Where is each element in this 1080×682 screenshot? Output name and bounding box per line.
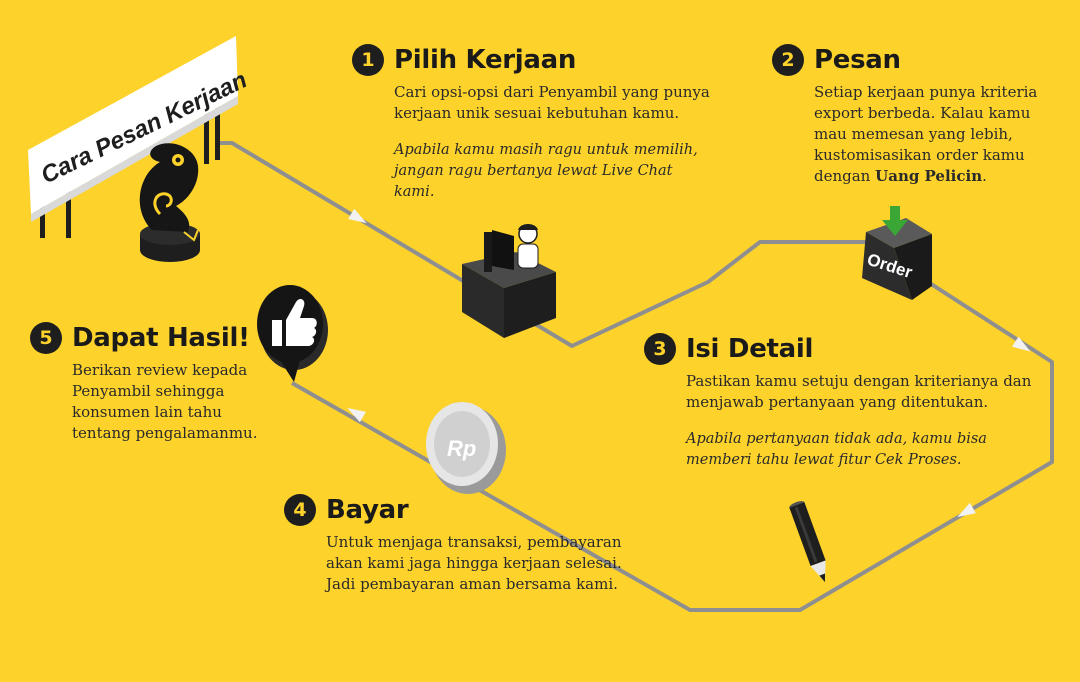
thumbs-up-icon [257, 285, 328, 382]
sign-board: Cara Pesan Kerjaan [28, 36, 251, 238]
step-title: Pesan [814, 45, 901, 75]
step-description-suffix: . [982, 167, 987, 185]
step-number-badge: 2 [772, 44, 804, 76]
computer-desk-icon [462, 224, 556, 338]
path-arrow-icon [957, 502, 976, 517]
step-number-badge: 5 [30, 322, 62, 354]
step-note: Apabila pertanyaan tidak ada, kamu bisa … [686, 431, 987, 468]
step-title: Dapat Hasil! [72, 323, 250, 353]
step-number-badge: 4 [284, 494, 316, 526]
step-description: Setiap kerjaan punya kriteria export ber… [814, 82, 1044, 187]
step-title: Isi Detail [686, 334, 814, 364]
pencil-icon [789, 501, 826, 583]
path-arrow-icon [347, 408, 366, 423]
step-4: 4 Bayar Untuk menjaga transaksi, pembaya… [284, 494, 644, 595]
rupiah-coin-icon: Rp [426, 402, 506, 494]
step-note: Apabila kamu masih ragu untuk memilih, j… [394, 142, 698, 200]
step-number-badge: 1 [352, 44, 384, 76]
step-number-badge: 3 [644, 333, 676, 365]
step-description: Untuk menjaga transaksi, pembayaran akan… [326, 533, 622, 593]
step-description: Cari opsi-opsi dari Penyambil yang punya… [394, 83, 710, 122]
step-1: 1 Pilih Kerjaan Cari opsi-opsi dari Peny… [352, 44, 712, 203]
step-2: 2 Pesan Setiap kerjaan punya kriteria ex… [772, 44, 1072, 187]
coin-label: Rp [447, 436, 476, 461]
chameleon-icon [139, 143, 200, 262]
path-arrow-icon [348, 208, 367, 224]
order-box-icon: Order [862, 206, 932, 300]
path-arrow-icon [1012, 336, 1031, 352]
step-description: Berikan review kepada Penyambil sehingga… [72, 361, 258, 442]
step-5: 5 Dapat Hasil! Berikan review kepada Pen… [30, 322, 280, 444]
step-title: Bayar [326, 495, 409, 525]
green-down-arrow-icon [882, 206, 908, 236]
uang-pelicin-highlight: Uang Pelicin [875, 167, 983, 185]
step-3: 3 Isi Detail Pastikan kamu setuju dengan… [644, 333, 1044, 471]
step-description-text: Setiap kerjaan punya kriteria export ber… [814, 83, 1038, 185]
step-description: Pastikan kamu setuju dengan kriterianya … [686, 372, 1032, 411]
step-title: Pilih Kerjaan [394, 45, 577, 75]
